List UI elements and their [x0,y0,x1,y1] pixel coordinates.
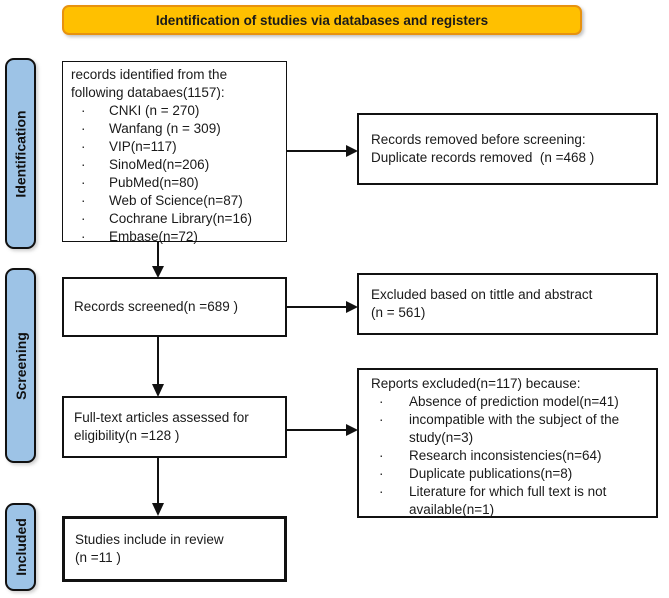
bullet-dot: · [81,175,86,190]
stage-label-identification: Identification [5,58,36,249]
database-item-pubmed: PubMed(n=80) [109,175,199,190]
database-item-sinomed: SinoMed(n=206) [109,157,210,172]
exclusion-reason: · Absence of prediction model(n=41) [371,393,654,411]
bullet-dot: · [379,412,384,427]
bullet-dot: · [379,466,384,481]
bullet-dot: · [379,484,384,499]
arrow-fulltext-to-reports-excluded [287,424,358,436]
exclusion-reason: · Literature for which full text is not … [371,483,654,519]
exclusion-reason-incompatible: incompatible with the subject of the stu… [409,412,620,445]
arrow-screened-to-fulltext [152,337,164,397]
bullet-dot: · [81,211,86,226]
box-records-removed: Records removed before screening: Duplic… [357,113,658,185]
box-fulltext-assessed: Full-text articles assessed for eligibil… [62,396,287,458]
exclusion-reason-inconsistencies: Research inconsistencies(n=64) [409,448,602,463]
exclusion-reason-no-model: Absence of prediction model(n=41) [409,394,619,409]
excluded-title-abstract-line1: Excluded based on tittle and abstract [371,287,593,302]
box-records-identified: records identified from the following da… [62,61,287,244]
reports-excluded-intro: Reports excluded(n=117) because: [371,376,581,391]
bullet-dot: · [379,448,384,463]
stage-label-screening-text: Screening [12,331,29,400]
exclusion-reason-no-fulltext: Literature for which full text is not av… [409,484,607,517]
database-item: · VIP(n=117) [71,138,284,156]
database-item: · PubMed(n=80) [71,174,284,192]
bullet-dot: · [81,229,86,244]
database-item-vip: VIP(n=117) [109,139,177,154]
database-item: · CNKI (n = 270) [71,102,284,120]
records-removed-line1: Records removed before screening: [371,132,586,147]
excluded-title-abstract-line2: (n = 561) [371,305,426,320]
database-item: · Web of Science(n=87) [71,192,284,210]
banner-title-label: Identification of studies via databases … [155,12,489,28]
bullet-dot: · [81,193,86,208]
database-item: · Embase(n=72) [71,228,284,246]
box-reports-excluded: Reports excluded(n=117) because: · Absen… [357,368,658,518]
arrow-identified-to-removed [287,145,358,157]
exclusion-reason-duplicates: Duplicate publications(n=8) [409,466,573,481]
bullet-dot: · [81,121,86,136]
arrow-screened-to-excluded [287,301,358,313]
box-records-screened: Records screened(n =689 ) [62,277,287,337]
records-identified-intro-line1: records identified from the [71,67,228,82]
fulltext-assessed-line1: Full-text articles assessed for [74,410,249,425]
bullet-dot: · [81,139,86,154]
database-item-web-of-science: Web of Science(n=87) [109,193,243,208]
bullet-dot: · [379,394,384,409]
records-identified-intro-line2: following databaes(1157): [71,85,225,100]
stage-label-screening: Screening [5,268,36,463]
exclusion-reason: · incompatible with the subject of the s… [371,411,654,447]
box-excluded-title-abstract: Excluded based on tittle and abstract (n… [357,273,658,335]
box-studies-included: Studies include in review (n =11 ) [62,516,287,582]
studies-included-line2: (n =11 ) [75,550,121,565]
exclusion-reason: · Research inconsistencies(n=64) [371,447,654,465]
stage-label-identification-text: Identification [12,109,29,198]
arrow-identified-to-screened [152,242,164,278]
arrow-fulltext-to-included [152,458,164,516]
database-item: · Cochrane Library(n=16) [71,210,284,228]
stage-label-included: Included [5,503,36,591]
stage-label-included-text: Included [12,518,29,576]
records-screened-line1: Records screened(n =689 ) [74,299,238,314]
database-item: · SinoMed(n=206) [71,156,284,174]
fulltext-assessed-line2: eligibility(n =128 ) [74,428,180,443]
banner-title: Identification of studies via databases … [62,5,582,35]
studies-included-line1: Studies include in review [75,532,224,547]
database-item-cnki: CNKI (n = 270) [109,103,200,118]
records-removed-line2: Duplicate records removed (n =468 ) [371,150,595,165]
exclusion-reason: · Duplicate publications(n=8) [371,465,654,483]
bullet-dot: · [81,103,86,118]
database-item: · Wanfang (n = 309) [71,120,284,138]
database-item-wanfang: Wanfang (n = 309) [109,121,221,136]
bullet-dot: · [81,157,86,172]
database-item-embase: Embase(n=72) [109,229,198,244]
database-item-cochrane: Cochrane Library(n=16) [109,211,252,226]
